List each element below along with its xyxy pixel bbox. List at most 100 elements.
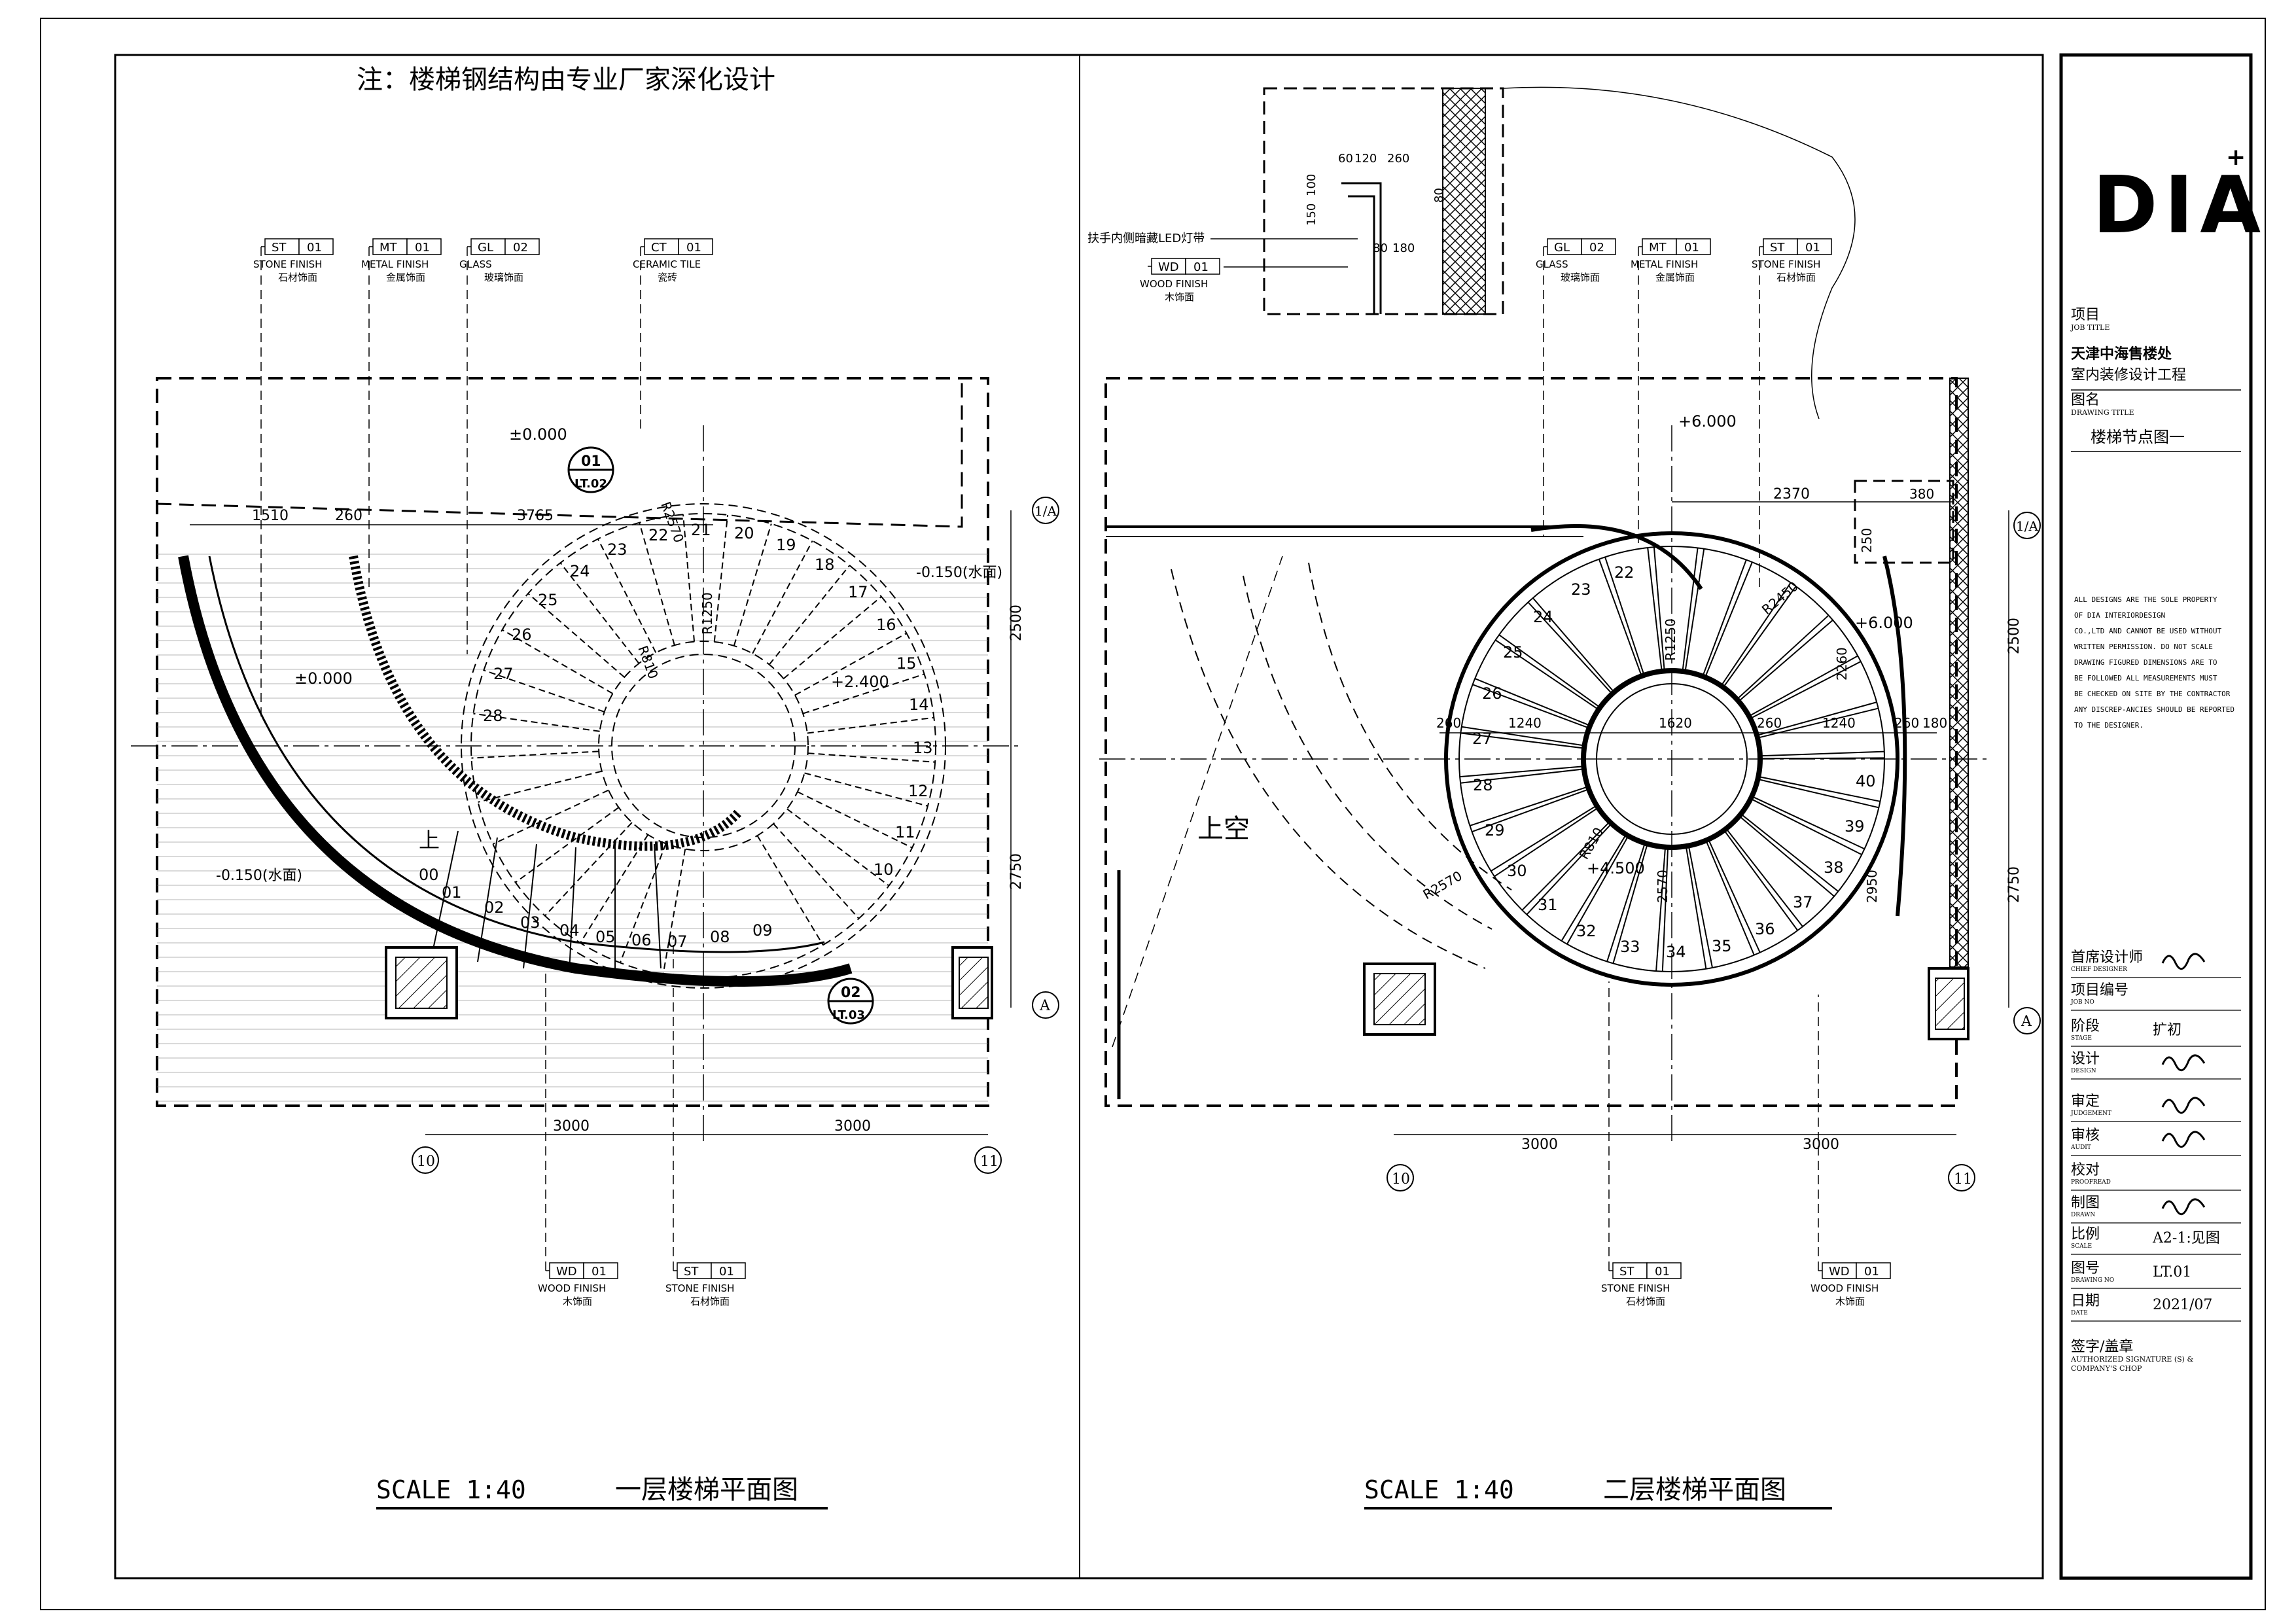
tread-line (639, 522, 675, 646)
step-number: 30 (1507, 862, 1527, 880)
tread-line (1756, 701, 1877, 736)
tread-line (756, 835, 824, 945)
tag-code: MT (380, 241, 398, 255)
plan-2-entry-stringer (1530, 524, 1907, 917)
plan-1-radius-3: R1250 (699, 592, 715, 635)
plan-1-dim-2500: 2500 (1008, 605, 1025, 641)
tread-line (1474, 678, 1591, 726)
tread-line (1702, 559, 1747, 677)
signature-mark (2161, 1131, 2206, 1148)
tread-line (1736, 614, 1829, 700)
step-number: 23 (607, 540, 627, 559)
plan-2-detail-dim-80a: 80 (1432, 188, 1446, 203)
tread-line (1460, 732, 1585, 749)
tread-line (1470, 786, 1589, 826)
plan-2-column-left-core (1373, 973, 1426, 1025)
plan-1-dim-1510: 1510 (252, 508, 289, 524)
step-number: 15 (896, 654, 917, 673)
tread-line (484, 669, 605, 713)
row-label-cn: 首席设计师 (2071, 949, 2143, 966)
step-number: 00 (419, 866, 439, 884)
row-label-en: PROOFREAD (2071, 1179, 2111, 1186)
tag-code: WD (556, 1265, 577, 1279)
step-number: 02 (484, 898, 504, 917)
plan-1-column-left-core (395, 957, 448, 1009)
tread-line (786, 808, 890, 887)
step-number: 08 (710, 928, 730, 946)
plan-2-column-right-core (1935, 978, 1965, 1030)
plan-1-grid-10: 10 (412, 1146, 439, 1174)
plan-2-level-2: +6.000 (1855, 614, 1913, 632)
tread-line (804, 772, 928, 807)
tread-line (794, 633, 907, 696)
tag-num: 01 (719, 1265, 734, 1279)
plan-1-outer-circle-2 (461, 503, 946, 989)
plan-1-stringer-inner (208, 556, 825, 953)
plan-2-dim-m4: 260 (1757, 715, 1782, 731)
row-label-cn: 阶段 (2071, 1018, 2100, 1034)
signature-en-2: COMPANY'S CHOP (2071, 1364, 2142, 1373)
step-number: 01 (442, 883, 462, 902)
tag-en: STONE FINISH (1752, 258, 1820, 270)
tread-line (1751, 796, 1865, 850)
step-number: 03 (520, 913, 540, 932)
plan-2-slab-notch (1854, 480, 1954, 564)
step-number: 26 (512, 626, 532, 644)
tread-line (597, 538, 657, 653)
plan-2-grid-10: 10 (1386, 1164, 1414, 1192)
plan-1-callout-01[interactable]: 01 LT.02 (567, 446, 614, 493)
disclaimer-line: BE CHECKED ON SITE BY THE CONTRACTOR (2074, 690, 2231, 698)
tag-en: GLASS (1536, 258, 1568, 270)
tread-line (807, 752, 936, 763)
tread-line (682, 514, 696, 642)
plan-2-detail-led: 扶手内侧暗藏LED灯带 (1087, 232, 1205, 245)
plan-2-detail-dim-260: 260 (1387, 152, 1409, 166)
svg-text:11: 11 (980, 1154, 998, 1170)
tread-line (1612, 843, 1648, 964)
tread-line (502, 629, 613, 694)
tag-cn: 玻璃饰面 (484, 272, 523, 283)
svg-text:A: A (1039, 998, 1051, 1014)
tread-line (773, 823, 860, 919)
structure-note: 注：楼梯钢结构由专业厂家深化设计 (357, 65, 775, 95)
row-label-cn: 校对 (2071, 1162, 2100, 1178)
plan-2-inner-ring-2 (1596, 683, 1748, 835)
tag-cn: 木饰面 (1835, 1296, 1865, 1307)
row-label-en: SCALE (2071, 1243, 2092, 1250)
tread-line (569, 847, 576, 972)
tag-cn: 石材饰面 (1776, 272, 1816, 283)
row-label-en: CHIEF DESIGNER (2071, 966, 2127, 973)
disclaimer-line: CO.,LTD AND CANNOT BE USED WITHOUT (2074, 627, 2222, 635)
plan-2-dim-2750: 2750 (2006, 866, 2022, 903)
plan-1-title: 一层楼梯平面图 (615, 1475, 798, 1505)
row-label-cn: 图号 (2071, 1260, 2100, 1277)
plan-2-side-wall (1949, 378, 1969, 968)
plan-1-callout-02-num: 02 (841, 985, 861, 1001)
plan-1-callout-02[interactable]: 02 LT.03 (827, 978, 874, 1025)
tread-line (1748, 655, 1858, 717)
plan-2-radius-3: R810 (1576, 824, 1607, 862)
tread-line (1682, 548, 1699, 672)
project-line-1: 天津中海售楼处 (2071, 345, 2172, 362)
tag-en: STONE FINISH (1601, 1282, 1670, 1294)
tread-line (662, 849, 686, 975)
tread-line (1532, 597, 1615, 693)
disclaimer-line: WRITTEN PERMISSION. DO NOT SCALE (2074, 643, 2213, 651)
plan-2-dim-2260: 2260 (1834, 647, 1850, 680)
job-title-cn: 项目 (2071, 307, 2100, 323)
tread-line (492, 789, 609, 845)
disclaimer-line: OF DIA INTERIORDESIGN (2074, 611, 2165, 620)
signature-en-1: AUTHORIZED SIGNATURE (S) & (2070, 1355, 2193, 1364)
step-number: 22 (648, 526, 669, 544)
svg-text:11: 11 (1954, 1171, 1972, 1188)
step-number: 36 (1755, 920, 1775, 938)
tag-code: ST (684, 1265, 699, 1279)
plan-2-inner-ring (1581, 668, 1763, 850)
